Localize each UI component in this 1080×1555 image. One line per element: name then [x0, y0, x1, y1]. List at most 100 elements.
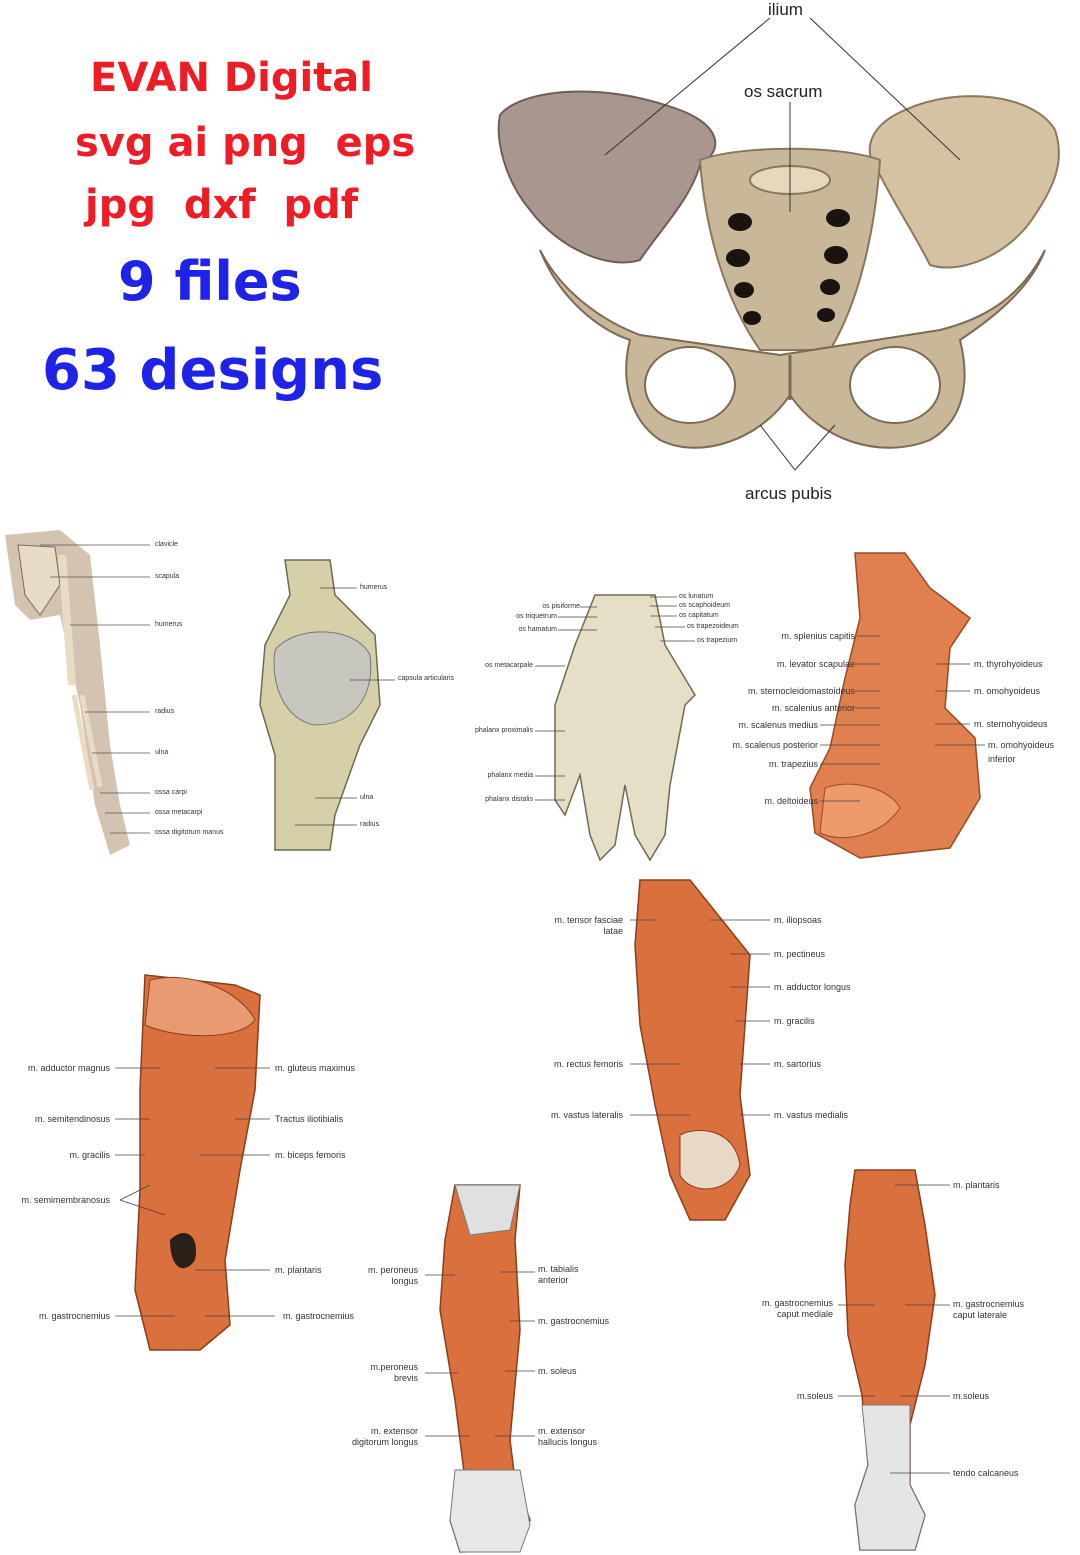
- arm-svg: [5, 530, 150, 855]
- arm-label: humerus: [155, 621, 183, 628]
- thigh-front-svg: [630, 879, 770, 1221]
- thigh-back-label-right: Tractus iliotibialis: [275, 1114, 344, 1124]
- hand-illustration: os pisiforme os triquetrum os hamatum os…: [455, 585, 785, 865]
- elbow-label: radius: [360, 821, 380, 828]
- neck-svg: [809, 552, 985, 859]
- neck-label-right: inferior: [988, 754, 1016, 764]
- hand-label-right: os scaphoideum: [679, 602, 730, 609]
- arm-label: scapula: [155, 573, 180, 580]
- thigh-front-label-left: latae: [603, 926, 623, 936]
- pelvis-label-os-sacrum: os sacrum: [744, 82, 823, 101]
- shin-label-right: hallucis longus: [538, 1437, 598, 1447]
- shin-label-left: m. extensor: [370, 1426, 418, 1436]
- shin-label-left: m. peroneus: [367, 1265, 418, 1275]
- thigh-front-label-right: m. gracilis: [774, 1016, 815, 1026]
- arm-label: radius: [155, 708, 175, 715]
- neck-label-left: m. scalenius anterior: [771, 703, 855, 713]
- thigh-back-label-left: m. gracilis: [69, 1150, 110, 1160]
- calf-label-right: m. gastrocnemius: [953, 1299, 1025, 1309]
- hand-label-left: os pisiforme: [542, 603, 580, 610]
- shin-label-right: m. extensor: [538, 1426, 586, 1436]
- shin-label-right: anterior: [538, 1275, 569, 1285]
- hand-label-left: os hamatum: [518, 626, 557, 633]
- thigh-back-label-right: m. plantaris: [275, 1265, 322, 1275]
- pelvis-label-arcus-pubis: arcus pubis: [745, 484, 832, 503]
- elbow-illustration: humerus capsula articularis ulna radius: [255, 555, 475, 855]
- thigh-front-label-left: m. vastus lateralis: [550, 1110, 623, 1120]
- neck-label-right: m. omohyoideus: [974, 686, 1041, 696]
- shin-illustration: m. peroneus longus m.peroneus brevis m. …: [330, 1180, 630, 1555]
- neck-label-right: m. omohyoideus: [988, 740, 1055, 750]
- shin-label-left: m.peroneus: [370, 1362, 418, 1372]
- calf-label-right: caput laterale: [953, 1310, 1008, 1320]
- hand-label-left: phalanx media: [487, 772, 533, 779]
- elbow-label: ulna: [360, 794, 374, 801]
- calf-label-right: tendo calcaneus: [953, 1468, 1019, 1478]
- formats-line-2: jpg dxf pdf: [85, 182, 359, 228]
- hand-label-right: os lunatum: [679, 593, 714, 600]
- thigh-front-label-right: m. vastus medialis: [774, 1110, 849, 1120]
- thigh-front-label-right: m. pectineus: [774, 949, 826, 959]
- shin-label-right: m. gastrocnemius: [538, 1316, 610, 1326]
- calf-label-right: m.soleus: [953, 1391, 990, 1401]
- arm-label: ulna: [155, 749, 169, 756]
- thigh-front-label-left: m. tensor fasciae: [554, 915, 623, 925]
- arm-label: ossa digitorum manus: [155, 829, 224, 836]
- thigh-front-label-right: m. sartorius: [774, 1059, 822, 1069]
- neck-label-left: m. scalenus posterior: [732, 740, 818, 750]
- calf-label-left: m.soleus: [796, 1391, 833, 1401]
- thigh-back-label-right: m. gluteus maximus: [275, 1063, 356, 1073]
- thigh-front-label-left: m. rectus femoris: [553, 1059, 623, 1069]
- neck-illustration: m. splenius capitis m. levator scapulae …: [730, 548, 1080, 863]
- calf-label-left: caput mediale: [776, 1309, 833, 1319]
- hand-label-left: os triquetrum: [516, 613, 557, 620]
- thigh-front-illustration: m. tensor fasciae latae m. rectus femori…: [540, 875, 870, 1225]
- neck-label-left: m. trapezius: [768, 759, 818, 769]
- neck-label-left: m. splenius capitis: [781, 631, 855, 641]
- hand-svg: [535, 594, 696, 862]
- calf-illustration: m. gastrocnemius caput mediale m.soleus …: [750, 1165, 1080, 1555]
- files-count: 9 files: [118, 250, 302, 313]
- arm-label: clavicle: [155, 541, 178, 548]
- calf-label-right: m. plantaris: [953, 1180, 1000, 1190]
- thigh-back-illustration: m. adductor magnus m. semitendinosus m. …: [0, 970, 400, 1355]
- thigh-back-label-right: m. gastrocnemius: [283, 1311, 355, 1321]
- thigh-back-label-right: m. biceps femoris: [275, 1150, 346, 1160]
- hand-label-left: phalanx distalis: [485, 796, 533, 803]
- pelvis-svg: [497, 17, 1060, 471]
- formats-line-1: svg ai png eps: [75, 120, 416, 166]
- thigh-back-svg: [115, 974, 275, 1351]
- neck-label-left: m. sternocleidomastoideus: [747, 686, 855, 696]
- shin-label-left: longus: [391, 1276, 418, 1286]
- shin-label-left: brevis: [393, 1373, 418, 1383]
- hand-label-right: os capitatum: [679, 612, 719, 619]
- elbow-label: humerus: [360, 584, 388, 591]
- thigh-front-label-right: m. iliopsoas: [774, 915, 822, 925]
- neck-label-left: m. levator scapulae: [776, 659, 855, 669]
- calf-label-left: m. gastrocnemius: [761, 1298, 833, 1308]
- shin-label-right: m. soleus: [538, 1366, 577, 1376]
- designs-count: 63 designs: [42, 338, 384, 403]
- thigh-back-label-left: m. semitendinosus: [34, 1114, 110, 1124]
- calf-svg: [838, 1169, 950, 1551]
- hand-label-right: os trapezoideum: [687, 623, 739, 630]
- shin-label-right: m. tabialis: [538, 1264, 579, 1274]
- elbow-svg: [259, 559, 395, 851]
- thigh-back-label-left: m. adductor magnus: [27, 1063, 110, 1073]
- shin-label-left: digitorum longus: [351, 1437, 418, 1447]
- arm-label: ossa carpi: [155, 789, 187, 796]
- neck-label-left: m. deltoideus: [764, 796, 818, 806]
- hand-label-left: os metacarpale: [485, 662, 533, 669]
- hand-label-left: phalanx proximalis: [475, 727, 533, 734]
- shin-svg: [425, 1184, 535, 1553]
- thigh-back-label-left: m. semimembranosus: [21, 1195, 110, 1205]
- arm-illustration: clavicle scapula humerus radius ulna oss…: [0, 525, 240, 865]
- arm-label: ossa metacarpi: [155, 809, 203, 816]
- neck-label-right: m. thyrohyoideus: [974, 659, 1043, 669]
- elbow-label: capsula articularis: [398, 675, 455, 682]
- neck-label-right: m. sternohyoideus: [974, 719, 1048, 729]
- thigh-front-label-right: m. adductor longus: [774, 982, 851, 992]
- pelvis-illustration: ilium os sacrum arcus pubis: [0, 0, 1080, 520]
- neck-label-left: m. scalenus medius: [738, 720, 818, 730]
- hand-label-right: os trapezium: [697, 637, 738, 644]
